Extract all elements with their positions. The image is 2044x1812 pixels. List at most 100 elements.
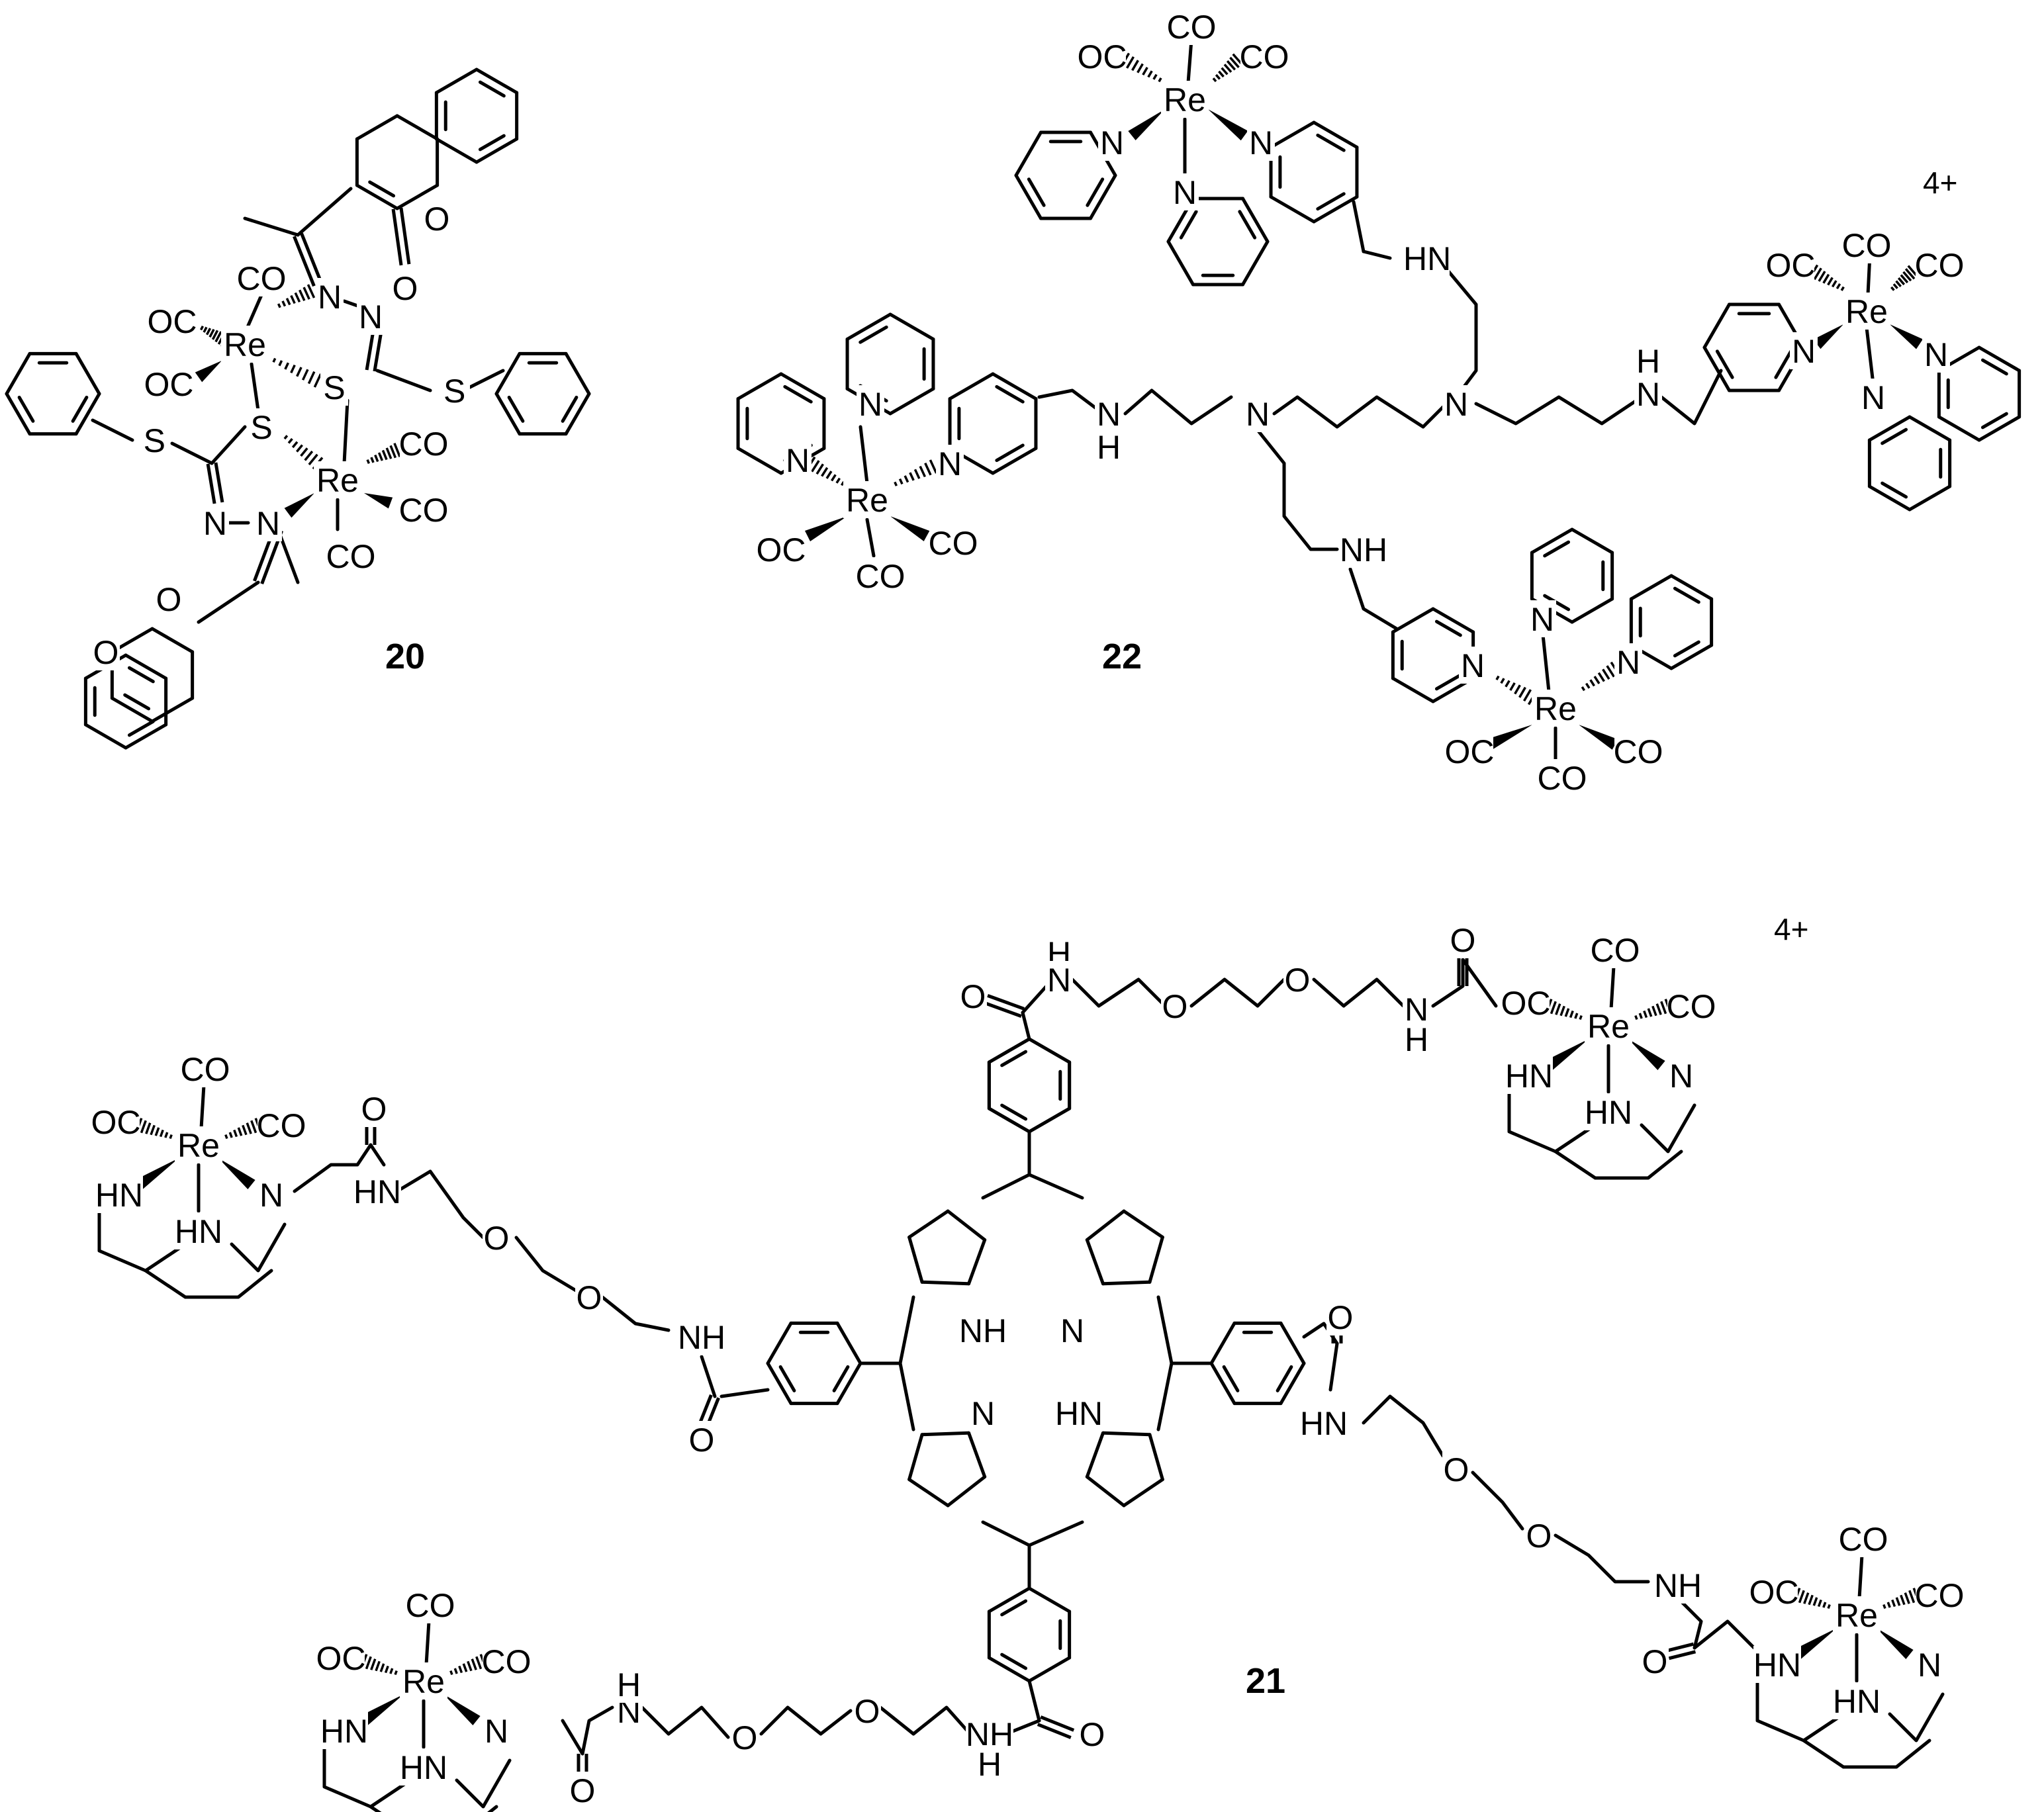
bond	[1774, 349, 1793, 379]
atom-label: CO	[399, 426, 449, 463]
atom-label: N	[485, 1713, 508, 1750]
bond	[1209, 1321, 1236, 1365]
atom-label: O	[1285, 962, 1311, 999]
bond	[1434, 673, 1462, 691]
atom-label: Re	[1845, 293, 1888, 330]
hashed-bond	[1212, 53, 1244, 83]
atom-label: HN	[95, 1177, 143, 1214]
bond	[1027, 1586, 1072, 1613]
atom-label: N	[786, 442, 810, 479]
double-bond	[1037, 1723, 1072, 1739]
bond	[564, 392, 591, 436]
bond	[123, 693, 151, 711]
bond	[1312, 195, 1359, 224]
atom-label-bg	[1839, 1520, 1887, 1557]
bond-chain	[1070, 977, 1167, 1008]
atom-label-bg	[483, 1712, 510, 1749]
atom-label: N	[1461, 647, 1485, 684]
atom-label-bg	[853, 1692, 881, 1729]
double-bond	[365, 330, 375, 371]
bond	[907, 1478, 950, 1508]
bond	[946, 1475, 987, 1508]
bond	[845, 312, 892, 341]
atom-label-bg	[959, 1312, 1007, 1349]
atom-label: CO	[1538, 760, 1587, 797]
hashed-bond	[1634, 999, 1672, 1020]
atom-label-bg	[1161, 81, 1209, 118]
bond	[1021, 1011, 1031, 1041]
atom-label-bg	[1641, 1643, 1669, 1680]
bond	[1362, 249, 1392, 260]
atom-label-bg	[1168, 8, 1215, 45]
bond-chain	[1802, 1739, 1931, 1769]
hashed-bond	[135, 1118, 173, 1140]
bond	[1000, 1103, 1028, 1121]
bond	[74, 392, 101, 436]
bond	[434, 68, 479, 95]
bond	[1980, 358, 2008, 376]
atom-label: CO	[181, 1051, 230, 1088]
atom-label-bg	[1446, 733, 1493, 770]
atom-label: N	[1636, 376, 1660, 413]
bond	[368, 180, 396, 198]
atom-label: Re	[402, 1663, 445, 1700]
bond	[907, 1235, 924, 1284]
bond-chain	[1037, 388, 1101, 412]
atom-label: HN	[1055, 1395, 1103, 1432]
atom-label-bg	[843, 481, 891, 518]
atom-label: Re	[1587, 1008, 1630, 1045]
bond	[1669, 643, 1714, 670]
atom-label: N	[971, 1395, 995, 1432]
atom-label-bg	[569, 1772, 596, 1809]
bond-chain	[1554, 1533, 1650, 1584]
bond	[1276, 1365, 1293, 1392]
hashed-bond	[1793, 1588, 1831, 1609]
atom-label-bg	[1585, 1007, 1632, 1044]
bond	[5, 351, 32, 396]
atom-label-bg	[1525, 1517, 1553, 1554]
atom-label-bg	[1833, 1596, 1881, 1633]
wedge-bond	[218, 1158, 256, 1190]
double-bond	[399, 207, 411, 265]
atom-label: N	[256, 505, 280, 542]
bond	[243, 216, 300, 237]
bond	[250, 362, 260, 412]
atom-label: O	[361, 1091, 387, 1128]
atom-label: CO	[1915, 247, 1965, 284]
bond	[1980, 412, 2008, 430]
bond	[766, 1321, 793, 1365]
bond	[1122, 1478, 1164, 1508]
atom-label: OC	[148, 303, 197, 340]
atom-label: Re	[1164, 81, 1206, 118]
atom-label-bg	[1790, 332, 1818, 369]
bond	[395, 114, 440, 141]
atom-label: N	[1924, 336, 1948, 373]
bond	[296, 187, 353, 237]
atom-label: NH	[1654, 1567, 1702, 1604]
bond	[1279, 1321, 1306, 1365]
bond-chain	[1431, 958, 1498, 1008]
atom-label: CO	[1915, 1577, 1965, 1614]
atom-label-bg	[731, 1719, 759, 1756]
atom-label: O	[1080, 1716, 1105, 1753]
bond-chain	[369, 1805, 498, 1812]
bond	[1669, 574, 1714, 601]
bond	[736, 447, 783, 475]
atom-label-bg	[238, 259, 285, 296]
bond	[736, 372, 783, 400]
wedge-bond	[890, 516, 930, 541]
wedge-bond	[136, 1158, 179, 1190]
atom-label-bg	[1833, 1682, 1881, 1719]
bond	[1027, 1107, 1072, 1134]
bond	[74, 351, 101, 396]
atom-label: N	[259, 1177, 283, 1214]
atom-label: N	[1530, 601, 1554, 638]
compound-label-20: 20	[385, 637, 425, 676]
atom-label: OC	[1749, 1574, 1799, 1611]
atom-label: S	[144, 422, 165, 459]
bond	[967, 1238, 987, 1286]
bond	[1122, 1209, 1164, 1239]
bond	[1316, 192, 1346, 211]
atom-label-bg	[1403, 1020, 1430, 1058]
bond	[564, 351, 591, 396]
